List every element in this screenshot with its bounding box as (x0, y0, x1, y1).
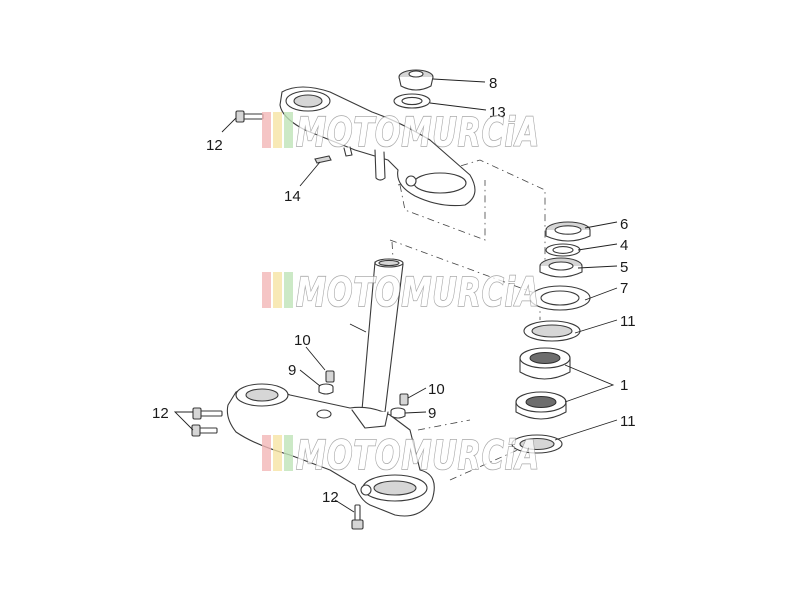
callout-10-left: 10 (294, 332, 311, 349)
callout-6: 6 (620, 216, 628, 233)
washer-part (393, 93, 431, 109)
watermark-text-bottom: MOTOMURCiA (296, 433, 540, 479)
pinch-bolt-part (351, 504, 364, 530)
cap-nut-part (398, 69, 434, 91)
callout-8: 8 (489, 75, 497, 92)
callout-labels: 8 13 12 14 6 4 5 7 11 1 11 10 9 10 9 12 … (152, 75, 636, 506)
ring-nut-6-part (545, 221, 591, 242)
ring-nut-5-part (539, 257, 583, 278)
upper-bolt-part (235, 110, 264, 123)
seal-ring-lower-part (511, 434, 563, 454)
grub-screw-right-part (399, 393, 409, 406)
dust-seal-part (529, 285, 591, 311)
callout-1: 1 (620, 377, 628, 394)
clip-part (314, 155, 332, 164)
bearing-lower-part (515, 391, 567, 420)
upper-triple-clamp-part (279, 86, 476, 207)
watermark-text-middle: MOTOMURCiA (296, 270, 540, 316)
watermark-top: MOTOMURCiA (262, 109, 540, 157)
callout-9-left: 9 (288, 362, 296, 379)
callout-11-lower: 11 (620, 413, 636, 430)
callout-12-upper: 12 (206, 137, 223, 154)
callout-4: 4 (620, 237, 628, 254)
callout-14: 14 (284, 188, 301, 205)
lower-triple-clamp-part (226, 383, 435, 517)
callout-7: 7 (620, 280, 628, 297)
callout-11-upper: 11 (620, 313, 636, 330)
steering-stem-part (361, 258, 404, 413)
callout-5: 5 (620, 259, 628, 276)
grub-screw-left-part (325, 370, 335, 383)
leader-lines (173, 78, 618, 513)
callout-9-right: 9 (428, 405, 436, 422)
clamp-bolt-upper-part (192, 407, 223, 420)
lock-washer-4-part (545, 243, 581, 257)
bearing-upper-part (519, 347, 571, 380)
watermark-text-top: MOTOMURCiA (296, 110, 540, 156)
watermark-middle: MOTOMURCiA (262, 269, 540, 317)
assembly-guide-lines (389, 159, 546, 481)
cap-right-part (390, 407, 406, 419)
seal-ring-upper-part (523, 320, 581, 342)
clamp-bolt-lower-part (191, 424, 218, 437)
callout-12-left: 12 (152, 405, 169, 422)
watermark-bottom: MOTOMURCiA (262, 432, 540, 480)
callout-12-bottom: 12 (322, 489, 339, 506)
cap-left-part (318, 383, 334, 395)
callout-13: 13 (489, 104, 506, 121)
callout-10-right: 10 (428, 381, 445, 398)
